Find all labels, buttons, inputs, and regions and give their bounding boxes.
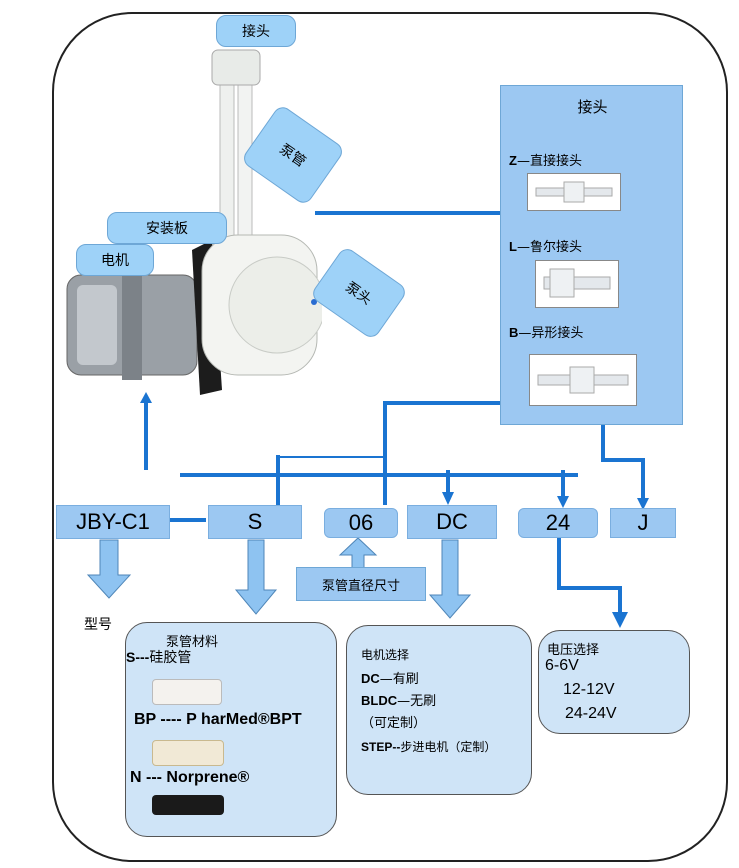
tube-material-item-bp: BP ---- P harMed®BPT: [134, 711, 302, 728]
motor-panel-title: 电机选择: [361, 648, 410, 662]
motor-item-step-code: STEP--: [361, 740, 401, 754]
motor-item-dc-desc: —有刷: [379, 672, 419, 687]
callout-pump-tube-label: 泵管: [276, 141, 309, 171]
connector-item-l-code: L: [509, 239, 517, 254]
tube-material-item-n: N --- Norprene®: [130, 769, 250, 786]
tube-material-panel: 泵管材料 S---硅胶管 BP ---- P harMed®BPT N --- …: [125, 622, 337, 837]
connector-item-l: L—鲁尔接头: [509, 236, 582, 255]
model-caption: 型号: [84, 617, 112, 633]
connector-item-z-label: —直接接头: [516, 154, 582, 169]
voltage-item-6: 6-6V: [545, 657, 579, 674]
connector-item-z-code: Z: [509, 153, 517, 168]
callout-mount-plate: 安装板: [107, 212, 227, 244]
tube-material-title: 泵管材料: [166, 635, 219, 650]
tube-material-code-box: S: [208, 505, 302, 539]
connector-panel: 接头 Z—直接接头 L—鲁尔接头 B—异形接头: [500, 85, 683, 425]
motor-item-dc-code: DC: [361, 671, 380, 686]
tube-material-item-s: S---硅胶管: [126, 647, 191, 667]
connector-item-b-code: B: [509, 325, 519, 340]
tube-material-item-s-code: S---: [126, 649, 150, 665]
connector-item-z: Z—直接接头: [509, 150, 582, 169]
tube-diameter-caption: 泵管直径尺寸: [296, 567, 426, 601]
pharmed-tube-image: [152, 740, 224, 766]
callout-pump-head-label: 泵头: [342, 279, 375, 309]
tube-material-item-s-desc: 硅胶管: [149, 650, 192, 666]
voltage-item-12: 12-12V: [563, 681, 615, 698]
motor-item-bldc: BLDC—无刷: [361, 690, 436, 709]
callout-connector: 接头: [216, 15, 296, 47]
motor-item-bldc-code: BLDC: [361, 693, 398, 708]
connector-item-b: B—异形接头: [509, 322, 583, 341]
motor-code-box: DC: [407, 505, 497, 539]
pump-illustration: [66, 49, 322, 395]
outer-frame: [52, 12, 728, 862]
motor-item-step: STEP--步进电机（定制）: [361, 738, 496, 755]
motor-item-dc: DC—有刷: [361, 668, 419, 687]
connector-panel-title: 接头: [577, 98, 608, 116]
connector-item-b-label: —异形接头: [518, 326, 584, 341]
voltage-panel-title: 电压选择: [547, 643, 600, 658]
connector-item-l-label: —鲁尔接头: [516, 240, 582, 255]
motor-item-step-desc: 步进电机（定制）: [400, 740, 497, 754]
motor-panel: 电机选择 DC—有刷 BLDC—无刷 （可定制） STEP--步进电机（定制）: [346, 625, 532, 795]
norprene-tube-image: [152, 795, 224, 815]
voltage-code-box: 24: [518, 508, 598, 538]
motor-item-bldc-desc: —无刷: [397, 694, 437, 709]
luer-connector-image: [535, 260, 619, 308]
silicone-tube-image: [152, 679, 222, 705]
motor-item-custom: （可定制）: [361, 716, 427, 731]
tube-diameter-code-box: 06: [324, 508, 398, 538]
voltage-panel: 电压选择 6-6V 12-12V 24-24V: [538, 630, 690, 734]
voltage-item-24: 24-24V: [565, 705, 617, 722]
special-connector-image: [529, 354, 637, 406]
connector-code-box: J: [610, 508, 676, 538]
straight-connector-image: [527, 173, 621, 211]
model-code-box: JBY-C1: [56, 505, 170, 539]
callout-motor: 电机: [76, 244, 154, 276]
